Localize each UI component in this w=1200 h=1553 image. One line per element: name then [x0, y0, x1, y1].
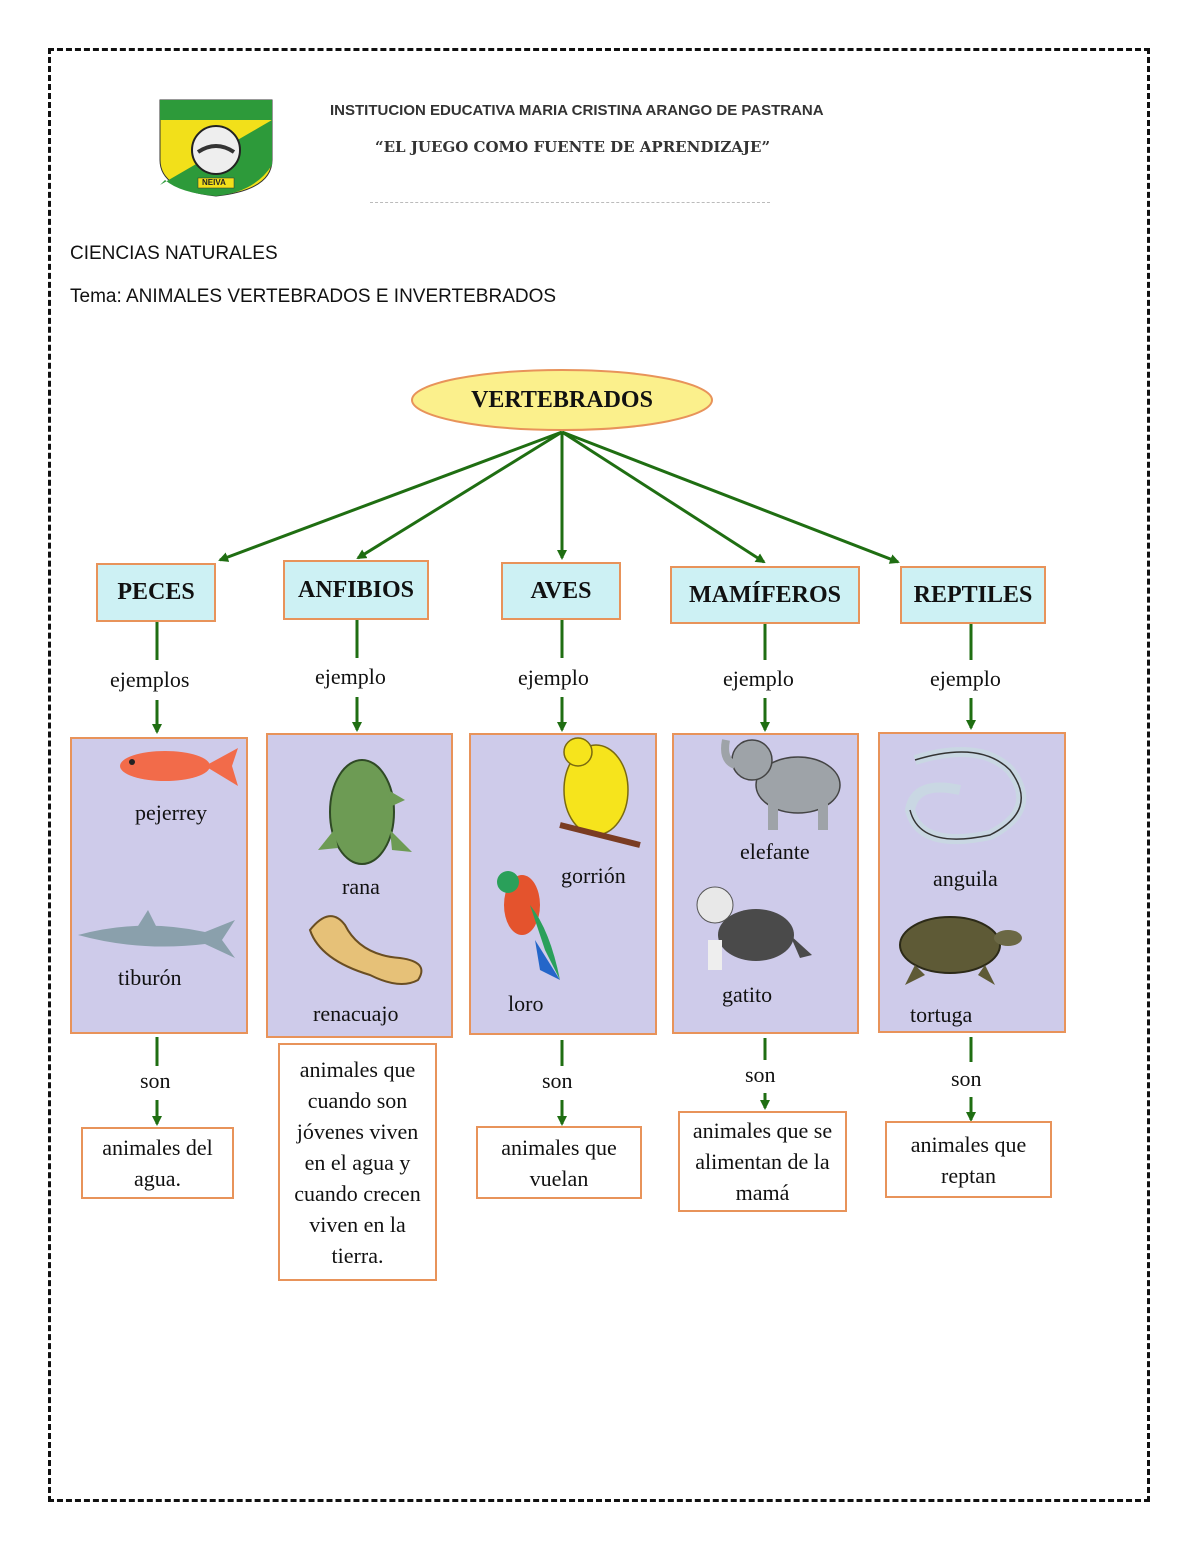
- arrow-to-peces: [218, 430, 563, 562]
- definition-aves: animales que vuelan: [476, 1126, 642, 1199]
- topic-title: Tema: ANIMALES VERTEBRADOS E INVERTEBRAD…: [70, 286, 557, 307]
- definition-reptiles: animales que reptan: [885, 1121, 1052, 1198]
- son-label-reptiles: son: [951, 1066, 982, 1091]
- link-label-reptiles: ejemplo: [930, 666, 1001, 691]
- category-peces: PECES: [96, 563, 216, 622]
- category-mamiferos: MAMÍFEROS: [670, 566, 860, 624]
- page-border: [48, 48, 1150, 1502]
- example-renacuajo: renacuajo: [313, 1001, 399, 1026]
- example-gorrion: gorrión: [561, 863, 626, 888]
- school-name: INSTITUCION EDUCATIVA MARIA CRISTINA ARA…: [330, 102, 824, 119]
- arrow-to-reptiles: [561, 430, 900, 564]
- root-node: VERTEBRADOS: [471, 386, 653, 413]
- category-anfibios: ANFIBIOS: [283, 560, 429, 620]
- example-rana: rana: [342, 874, 380, 899]
- example-elefante: elefante: [740, 839, 810, 864]
- example-anguila: anguila: [933, 866, 998, 891]
- logo-text: NEIVA: [202, 178, 226, 187]
- arrow-to-anfibios: [356, 430, 563, 560]
- school-motto: “EL JUEGO COMO FUENTE DE APRENDIZAJE”: [375, 138, 771, 156]
- category-reptiles: REPTILES: [900, 566, 1046, 624]
- arrow-to-mamiferos: [561, 430, 766, 564]
- example-loro: loro: [508, 991, 544, 1016]
- subject-title: CIENCIAS NATURALES: [70, 243, 278, 264]
- header-divider: [370, 202, 770, 203]
- son-label-aves: son: [542, 1068, 573, 1093]
- son-label-peces: son: [140, 1068, 171, 1093]
- examples-peces: [70, 737, 248, 1034]
- example-tortuga: tortuga: [910, 1002, 973, 1027]
- example-tiburon: tiburón: [118, 965, 182, 990]
- definition-peces: animales del agua.: [81, 1127, 234, 1199]
- example-gatito: gatito: [722, 982, 773, 1007]
- root-ellipse: [411, 369, 713, 431]
- category-aves: AVES: [501, 562, 621, 620]
- son-label-mamiferos: son: [745, 1062, 776, 1087]
- link-label-aves: ejemplo: [518, 665, 589, 690]
- definition-anfibios: animales que cuando son jóvenes viven en…: [278, 1043, 437, 1281]
- link-label-peces: ejemplos: [110, 667, 190, 692]
- definition-mamiferos: animales que se alimentan de la mamá: [678, 1111, 847, 1212]
- example-pejerrey: pejerrey: [135, 800, 208, 825]
- link-label-anfibios: ejemplo: [315, 664, 386, 689]
- link-label-mamiferos: ejemplo: [723, 666, 794, 691]
